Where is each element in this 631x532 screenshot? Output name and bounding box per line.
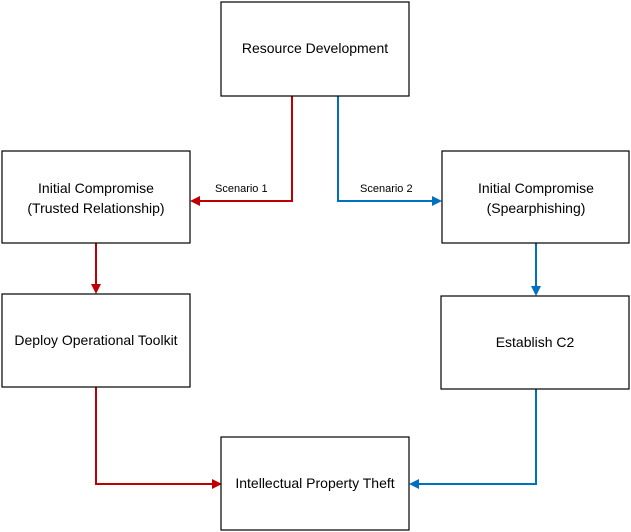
edge-resource-to-spear [337, 96, 442, 206]
scenario-1-label: Scenario 1 [215, 183, 268, 195]
edge-toolkit-to-theft [95, 387, 222, 489]
node-establish-c2: Establish C2 [440, 295, 630, 390]
edge-resource-to-trusted [190, 96, 293, 206]
node-resource-development: Resource Development [220, 1, 410, 97]
node-initial-compromise-spearphishing-line1: Initial Compromise [478, 180, 594, 196]
node-initial-compromise-spearphishing: Initial Compromise (Spearphishing) [441, 150, 630, 244]
node-intellectual-property-theft-label: Intellectual Property Theft [235, 475, 394, 491]
edge-c2-to-theft [409, 389, 537, 489]
node-initial-compromise-trusted-line2: (Trusted Relationship) [27, 200, 164, 216]
node-intellectual-property-theft: Intellectual Property Theft [220, 436, 410, 531]
scenario-2-label: Scenario 2 [360, 183, 413, 195]
node-initial-compromise-trusted-line1: Initial Compromise [38, 180, 154, 196]
node-initial-compromise-trusted: Initial Compromise (Trusted Relationship… [1, 150, 191, 244]
node-deploy-operational-toolkit: Deploy Operational Toolkit [1, 293, 191, 388]
node-initial-compromise-spearphishing-line2: (Spearphishing) [487, 200, 586, 216]
node-resource-development-label: Resource Development [242, 40, 388, 56]
node-deploy-operational-toolkit-label: Deploy Operational Toolkit [14, 332, 177, 348]
node-establish-c2-label: Establish C2 [496, 334, 575, 350]
